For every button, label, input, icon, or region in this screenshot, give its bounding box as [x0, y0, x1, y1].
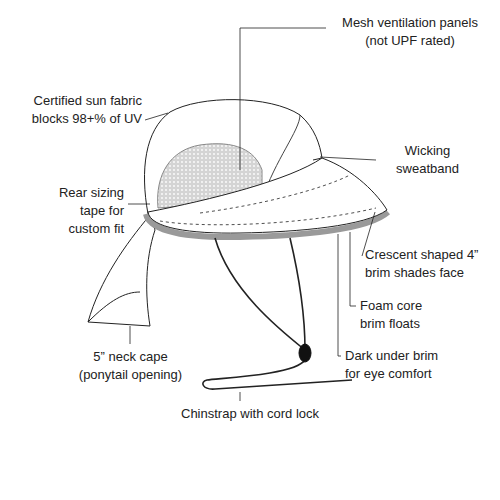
- callout-label: Dark under brim for eye comfort: [345, 347, 455, 383]
- leader-line: [350, 232, 356, 306]
- leader-line: [130, 326, 131, 344]
- leader-lines: [128, 28, 376, 401]
- chinstrap-loop: [203, 360, 352, 389]
- leader-line: [240, 28, 326, 170]
- leader-line: [145, 113, 168, 120]
- chinstrap-cord: [290, 238, 305, 350]
- chinstrap-cord: [215, 238, 305, 350]
- callout-label: Crescent shaped 4” brim shades face: [365, 246, 490, 282]
- brim-stitch: [200, 175, 350, 213]
- callout-label: Rear sizing tape for custom fit: [44, 184, 124, 238]
- cord-lock: [299, 344, 311, 362]
- cape-fold: [88, 292, 140, 322]
- leader-line: [320, 157, 376, 160]
- callout-label: Foam core brim floats: [360, 297, 440, 333]
- brim-stitch: [160, 208, 376, 225]
- leader-line: [128, 204, 150, 205]
- leader-line: [338, 234, 341, 356]
- callout-label: Certified sun fabric blocks 98+% of UV: [18, 92, 142, 128]
- callout-label: Mesh ventilation panels (not UPF rated): [330, 14, 490, 50]
- callout-label: Chinstrap with cord lock: [150, 405, 350, 423]
- callout-label: Wicking sweatband: [380, 142, 475, 178]
- leader-line: [240, 392, 241, 401]
- hat-brim: [148, 158, 387, 233]
- callout-label: 5” neck cape (ponytail opening): [68, 348, 193, 384]
